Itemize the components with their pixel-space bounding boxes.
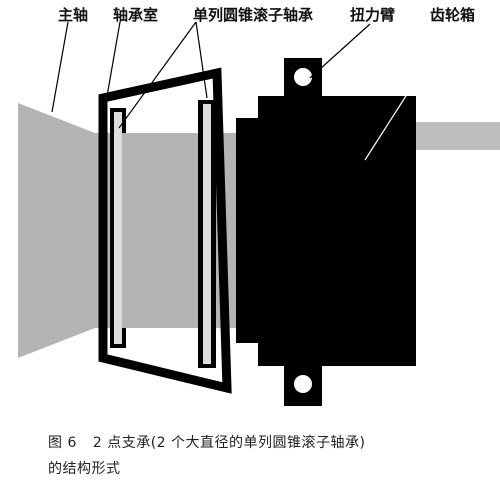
- leader-main-shaft: [51, 21, 69, 113]
- caption-line-1: 图 6 2 点支承(2 个大直径的单列圆锥滚子轴承): [48, 432, 488, 452]
- bearing-right: [203, 104, 211, 364]
- leader-bearing-right: [195, 21, 208, 99]
- torque-arm-hole-bottom: [294, 375, 312, 393]
- figure-number: 图 6: [48, 435, 77, 451]
- bearing-left: [114, 112, 122, 344]
- label-main-shaft: 主轴: [58, 6, 88, 24]
- torque-arm-hole-top: [294, 68, 312, 86]
- label-gearbox: 齿轮箱: [430, 6, 475, 24]
- gearbox: [258, 96, 416, 366]
- gearbox-flange: [236, 118, 260, 343]
- caption-text-2: 的结构形式: [48, 461, 121, 477]
- label-bearing-housing: 轴承室: [113, 6, 158, 24]
- label-torque-arm: 扭力臂: [350, 6, 395, 24]
- diagram: 主轴 轴承室 单列圆锥滚子轴承 扭力臂 齿轮箱: [18, 6, 500, 406]
- leader-torque-arm: [309, 23, 371, 79]
- caption-text-1: 2 点支承(2 个大直径的单列圆锥滚子轴承): [92, 435, 366, 451]
- caption-line-2: 的结构形式: [48, 458, 488, 478]
- torque-arm-bottom: [284, 364, 322, 406]
- torque-arm-top: [284, 58, 322, 100]
- leader-bearing-left: [118, 21, 197, 129]
- leader-gearbox: [364, 23, 453, 161]
- label-bearing: 单列圆锥滚子轴承: [193, 6, 313, 24]
- bearing-housing: [98, 67, 232, 394]
- shaft-highlight: [122, 133, 198, 328]
- output-shaft: [405, 122, 500, 150]
- leader-bearing-housing: [105, 21, 121, 103]
